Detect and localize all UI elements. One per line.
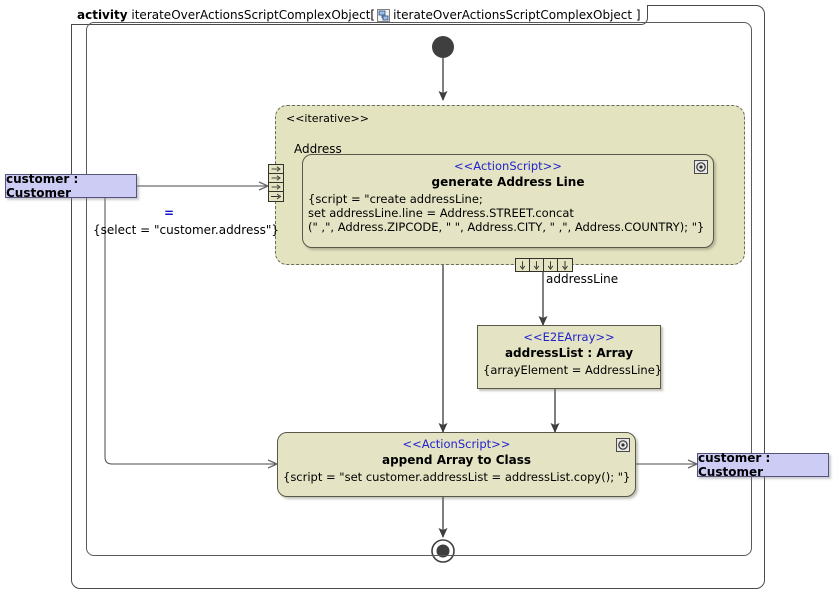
expansion-node-output[interactable] [515, 258, 573, 272]
region-label: Address [294, 142, 342, 156]
activity-qualified-name: iterateOverActionsScriptComplexObject ] [393, 7, 641, 22]
activity-final-node [431, 539, 455, 563]
expansion-pin [544, 259, 558, 271]
gear-icon[interactable] [616, 437, 630, 452]
gear-icon[interactable] [694, 159, 708, 174]
expansion-node-input[interactable] [268, 164, 284, 202]
edge-label-address-line: addressLine [546, 272, 619, 286]
param-customer-input[interactable]: customer : Customer [5, 172, 137, 200]
object-node-address-list[interactable]: <<E2EArray>> addressList : Array {arrayE… [477, 325, 663, 389]
node-title: generate Address Line [431, 175, 585, 189]
node-script: {script = "set customer.addressList = ad… [283, 470, 631, 484]
expansion-pin [558, 259, 572, 271]
expansion-pin [269, 192, 283, 201]
expansion-pin [269, 174, 283, 183]
expansion-pin [269, 165, 283, 174]
activity-name: iterateOverActionsScriptComplexObject[ [131, 7, 376, 22]
activity-keyword: activity [77, 7, 128, 22]
constraint-select: {select = "customer.address"} [93, 223, 280, 237]
action-append-array-to-class[interactable]: <<ActionScript>> append Array to Class {… [277, 432, 636, 497]
activity-content-frame [86, 22, 752, 556]
node-script-line-2: set addressLine.line = Address.STREET.co… [308, 206, 574, 220]
activity-frame-label: activity iterateOverActionsScriptComplex… [71, 5, 648, 25]
initial-node [432, 36, 454, 58]
node-title: append Array to Class [381, 453, 532, 467]
expansion-pin [269, 183, 283, 192]
node-stereotype: <<ActionScript>> [454, 159, 562, 173]
node-stereotype: <<ActionScript>> [402, 437, 511, 451]
param-customer-output[interactable]: customer : Customer [697, 451, 829, 479]
action-generate-address-line[interactable]: <<ActionScript>> generate Address Line {… [302, 154, 714, 248]
edge-customer-to-append [104, 195, 279, 469]
node-script-line-3: (" ,", Address.ZIPCODE, " ", Address.CIT… [308, 220, 705, 234]
node-title: addressList : Array [504, 346, 634, 360]
param-label: customer : Customer [698, 451, 771, 479]
node-array-element: {arrayElement = AddressLine} [483, 363, 663, 377]
expansion-pin [530, 259, 544, 271]
expansion-pin [516, 259, 530, 271]
region-stereotype: <<iterative>> [286, 112, 369, 125]
class-diagram-icon [377, 8, 391, 22]
node-script-line-1: {script = "create addressLine; [308, 192, 483, 206]
param-label: customer : Customer [6, 172, 79, 200]
constraint-equals-icon: = [164, 206, 174, 220]
node-stereotype: <<E2EArray>> [523, 330, 615, 344]
